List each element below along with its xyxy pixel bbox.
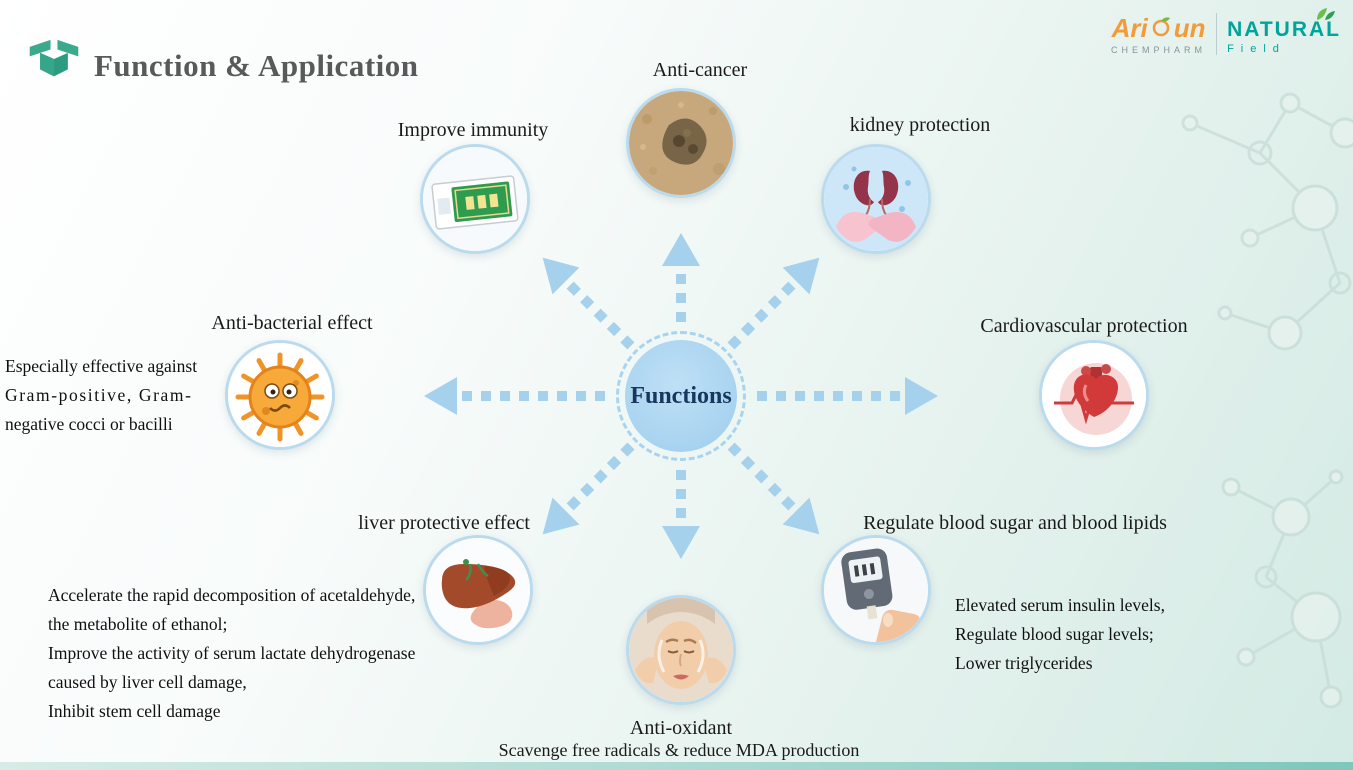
anti-oxidant-subtitle: Scavenge free radicals & reduce MDA prod… <box>498 740 860 760</box>
arrow-down-right <box>718 433 833 548</box>
arrow-left <box>424 377 605 415</box>
brand-natural: NATURAL <box>1227 18 1341 41</box>
anti-bacterial-image <box>225 340 335 450</box>
arrow-down-left <box>529 433 644 548</box>
box-icon <box>28 36 80 87</box>
arrow-right <box>757 377 938 415</box>
improve-immunity-image <box>420 144 530 254</box>
brand-text-un: un <box>1173 12 1206 43</box>
cardiovascular-image <box>1039 340 1149 450</box>
desc-line: Elevated serum insulin levels, <box>955 595 1165 615</box>
node-label-kidney-protection: kidney protection <box>849 114 991 136</box>
node-label-anti-bacterial: Anti-bacterial effect <box>211 312 373 334</box>
sun-icon <box>1150 16 1172 43</box>
brand-field: Field <box>1227 43 1286 55</box>
molecule-decoration-top <box>1181 92 1353 351</box>
node-label-anti-cancer: Anti-cancer <box>652 59 748 81</box>
leaf-icon <box>1311 6 1337 27</box>
hub-label: Functions <box>630 382 732 409</box>
liver-desc: Accelerate the rapid decomposition of ac… <box>48 581 458 726</box>
desc-line: Gram-positive, Gram- <box>5 385 193 405</box>
node-label-liver: liver protective effect <box>358 512 530 534</box>
desc-line: Improve the activity of serum lactate de… <box>48 643 416 663</box>
brand-text-ari: Ari <box>1111 12 1148 43</box>
desc-line: Accelerate the rapid decomposition of ac… <box>48 585 416 605</box>
desc-line: caused by liver cell damage, <box>48 672 247 692</box>
arrow-up-right <box>718 244 833 359</box>
desc-line: the metabolite of ethanol; <box>48 614 228 634</box>
bottom-strip <box>0 762 1353 770</box>
desc-line: negative cocci or bacilli <box>5 414 173 434</box>
liver-image <box>423 535 533 645</box>
arrow-up <box>662 233 700 322</box>
desc-line: Lower triglycerides <box>955 653 1093 673</box>
functions-hub: Functions <box>616 331 746 461</box>
anti-cancer-image <box>626 88 736 198</box>
blood-sugar-desc: Elevated serum insulin levels, Regulate … <box>955 591 1215 678</box>
desc-line: Especially effective against <box>5 356 198 376</box>
arrow-down <box>662 470 700 559</box>
desc-line: Inhibit stem cell damage <box>48 701 221 721</box>
node-label-improve-immunity: Improve immunity <box>397 119 549 141</box>
logo-divider <box>1216 12 1218 55</box>
node-label-blood-sugar: Regulate blood sugar and blood lipids <box>863 512 1167 534</box>
node-label-anti-oxidant: Anti-oxidant <box>629 717 733 739</box>
brand-left: Ari un CHEMPHARM <box>1111 13 1206 55</box>
brand-logo: Ari un CHEMPHARM NATURAL Field <box>1111 8 1341 55</box>
anti-oxidant-image <box>626 595 736 705</box>
kidney-protection-image <box>821 144 931 254</box>
arrow-up-left <box>529 244 644 359</box>
molecule-decoration-bottom <box>1221 469 1344 709</box>
blood-sugar-image <box>821 535 931 645</box>
node-label-cardiovascular: Cardiovascular protection <box>980 315 1188 337</box>
anti-bacterial-desc: Especially effective against Gram-positi… <box>5 352 220 439</box>
brand-right: NATURAL Field <box>1227 8 1341 55</box>
brand-subtitle: CHEMPHARM <box>1111 44 1207 55</box>
page-title: Function & Application <box>94 48 419 83</box>
desc-line: Regulate blood sugar levels; <box>955 624 1154 644</box>
